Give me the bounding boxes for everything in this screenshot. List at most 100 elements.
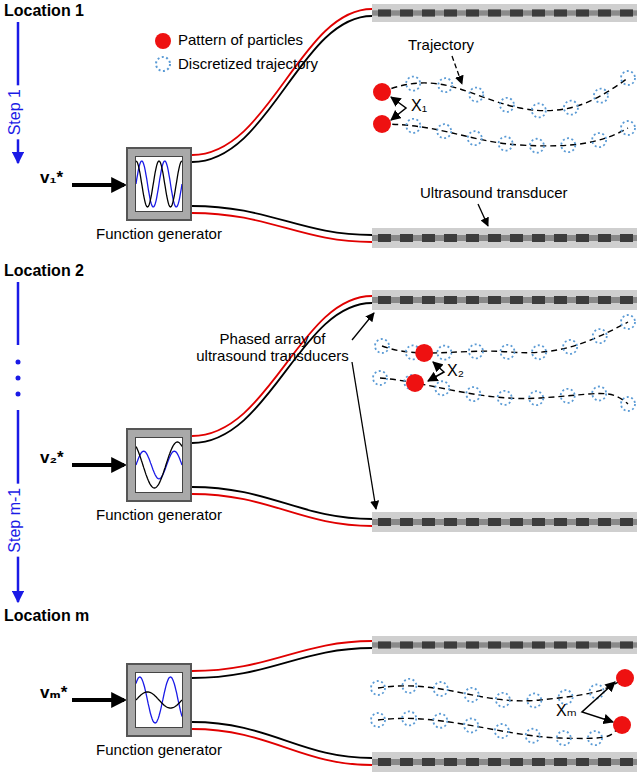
particle: [415, 344, 433, 362]
discretized-point: [527, 693, 541, 707]
leader-line: [352, 313, 374, 340]
discretized-point: [564, 101, 578, 115]
discretized-point: [561, 138, 575, 152]
transducer-element: [620, 296, 633, 304]
discretized-point: [499, 137, 513, 151]
transducer-element: [422, 518, 435, 526]
transducer-element: [532, 641, 545, 648]
discretized-point: [532, 345, 546, 359]
discretized-point: [406, 119, 420, 133]
transducer-element: [554, 518, 567, 526]
discretized-point: [498, 391, 512, 405]
transducer-element: [400, 9, 413, 16]
sine-wave: [136, 161, 182, 207]
section-title: Location m: [4, 607, 89, 625]
discretized-point: [469, 88, 483, 102]
transducer-element: [598, 758, 611, 766]
discretized-point: [466, 387, 480, 401]
discretized-point: [500, 98, 514, 112]
transducer-element: [422, 758, 435, 766]
transducer-element: [510, 758, 523, 766]
distance-arrow: [391, 97, 406, 120]
transducer-element: [488, 9, 501, 16]
transducer-bars: [372, 4, 637, 772]
transducer-band: [372, 642, 637, 647]
transducer-element: [620, 758, 633, 766]
transducer-element: [378, 9, 391, 16]
transducer-element: [444, 641, 457, 648]
transducer-element: [576, 641, 589, 648]
legend-sample-circle: [156, 57, 170, 71]
transducer-element: [488, 296, 501, 304]
distance-arrow: [428, 362, 444, 381]
transducer-element: [466, 758, 479, 766]
transducer-element: [576, 296, 589, 304]
section-title: Location 2: [4, 262, 84, 280]
decorations: [16, 22, 616, 722]
discretized-point: [438, 78, 452, 92]
transducer-element: [444, 296, 457, 304]
waveform: [136, 673, 182, 727]
input-arrow: [72, 183, 124, 187]
transducer-element: [488, 758, 501, 766]
discretized-point: [621, 121, 635, 135]
transducer-element: [532, 518, 545, 526]
step-label: Step m-1: [6, 484, 24, 557]
transducer-element: [444, 9, 457, 16]
transducer-element: [554, 9, 567, 16]
trajectories: [371, 71, 635, 745]
transducer-element: [400, 758, 413, 766]
discretized-point: [465, 688, 479, 702]
transducer-band: [372, 297, 637, 303]
discretized-point: [495, 724, 509, 738]
transducer-band: [372, 759, 637, 765]
distance-label: Xₘ: [556, 702, 577, 720]
transducer-band: [372, 10, 637, 15]
node-label: Function generator: [96, 741, 222, 758]
transducer-band: [372, 235, 637, 241]
transducer-element: [466, 641, 479, 648]
discretized-point: [594, 89, 608, 103]
discretized-point: [464, 718, 478, 732]
discretized-point: [371, 681, 385, 695]
waveform: [136, 438, 182, 492]
transducer-element: [532, 758, 545, 766]
transducer-element: [598, 641, 611, 648]
transducer-element: [488, 641, 501, 648]
transducer-element: [620, 234, 633, 242]
transducer-bar: [372, 752, 637, 772]
distance-label: X₂: [447, 362, 464, 380]
discretized-point: [373, 371, 387, 385]
discretized-point: [526, 729, 540, 743]
ellipsis-dot: [16, 376, 21, 381]
transducer-element: [378, 758, 391, 766]
discretized-point: [371, 713, 385, 727]
discretized-point: [561, 389, 575, 403]
transducer-bar: [372, 228, 637, 248]
transducer-element: [466, 518, 479, 526]
transducer-bar: [372, 290, 637, 310]
transducer-element: [444, 234, 457, 242]
input-arrow: [72, 463, 124, 467]
transducer-bar: [372, 4, 637, 22]
legend-swatch: [155, 33, 171, 49]
step-label: Step 1: [6, 85, 24, 139]
discretized-point: [557, 731, 571, 745]
input-vector: v₁*: [40, 168, 63, 188]
transducer-element: [378, 518, 391, 526]
discretized-point: [593, 329, 607, 343]
discretized-point: [500, 345, 514, 359]
particle: [373, 115, 391, 133]
transducer-element: [422, 296, 435, 304]
discretized-point: [433, 714, 447, 728]
transducer-bar: [372, 512, 637, 532]
transducer-element: [488, 234, 501, 242]
sine-wave: [136, 161, 182, 207]
transducer-element: [620, 641, 633, 648]
discretized-point: [563, 340, 577, 354]
ellipsis-dot: [16, 360, 21, 365]
distance-arrow: [582, 682, 615, 722]
transducer-element: [444, 518, 457, 526]
discretized-point: [402, 711, 416, 725]
